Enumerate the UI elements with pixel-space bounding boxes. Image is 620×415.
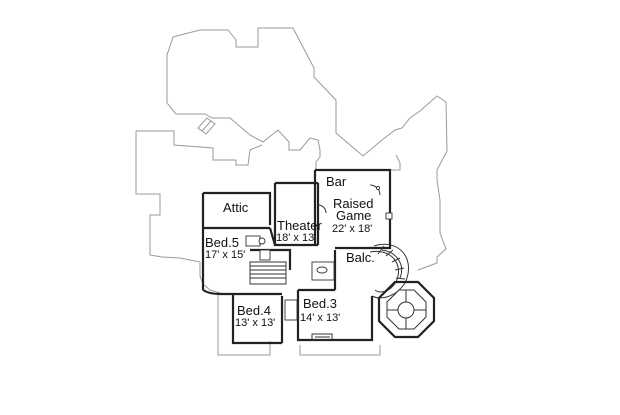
bed5-label: Bed.5 [205,235,239,250]
bed4-size: 13' x 13' [235,317,275,329]
spiral-stair [377,245,406,280]
theater-label: Theater [277,218,322,233]
raised-game-label-line2: Game [336,208,371,223]
turret [377,280,436,339]
stair-bed5 [249,261,287,285]
bar-label: Bar [326,174,347,189]
room-labels: Attic Theater 18' x 13' Bar Raised Game … [205,174,375,329]
bed3-label: Bed.3 [303,296,337,311]
roof-outline [135,27,448,356]
theater-size: 18' x 13' [276,232,316,244]
raised-game-label-line1: Raised [333,196,373,211]
bed5-size: 17' x 15' [205,249,245,261]
raised-game-size: 22' x 18' [332,223,372,235]
balcony-label: Balc. [346,250,375,265]
bed4-label: Bed.4 [237,303,271,318]
attic-label: Attic [223,200,249,215]
bed3-size: 14' x 13' [300,312,340,324]
interior-details [245,184,436,341]
